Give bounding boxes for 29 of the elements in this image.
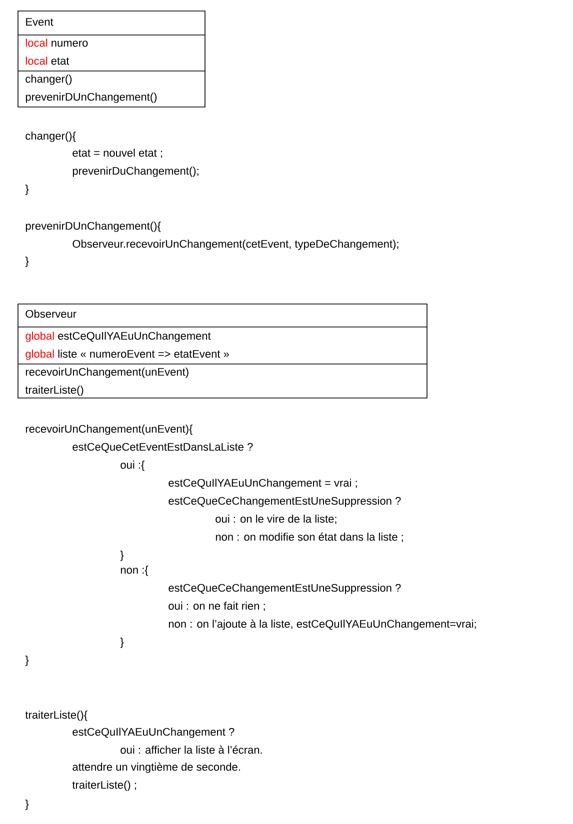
code-line: traiterListe(){ bbox=[25, 710, 88, 721]
code-line: oui : afficher la liste à l’écran. bbox=[120, 746, 262, 754]
code-line: } bbox=[25, 256, 29, 267]
code-line: } bbox=[25, 800, 29, 810]
code-line: prevenirDuChangement(); bbox=[72, 166, 198, 177]
code-line: estCeQueCeChangementEstUneSuppression ? bbox=[168, 496, 401, 507]
code-line: } bbox=[120, 638, 124, 648]
code-line: changer(){ bbox=[26, 132, 76, 142]
code-line: oui :{ bbox=[120, 460, 144, 471]
code-line: non :{ bbox=[120, 566, 148, 576]
code-line: non : on modifie son état dans la liste ; bbox=[216, 532, 403, 542]
code-line: } bbox=[25, 656, 29, 666]
code-line: recevoirUnChangement(unEvent){ bbox=[26, 424, 193, 435]
code-line: oui : on le vire de la liste; bbox=[216, 514, 336, 524]
code-line: prevenirDUnChangement(){ bbox=[26, 222, 161, 232]
code-line: } bbox=[25, 184, 29, 195]
code-line: non : on l’ajoute à la liste, estCeQuIlYAEuUnChangement=vrai; bbox=[168, 620, 476, 630]
code-line: attendre un vingtième de seconde. bbox=[72, 762, 240, 773]
code-line: estCeQuIlYAEuUnChangement = vrai ; bbox=[168, 478, 357, 489]
code-line: etat = nouvel etat ; bbox=[72, 148, 162, 158]
class-box: Observeur global estCeQuIlYAEuUnChangement global liste « numeroEvent => etatEvent » recevoirUnChangement(unEvent) traiterListe() bbox=[18, 304, 428, 398]
code-line: oui : on ne fait rien ; bbox=[168, 602, 265, 612]
class-box: Event local numero local etat changer() prevenirDUnChangement() bbox=[18, 10, 206, 108]
code-line: estCeQueCeChangementEstUneSuppression ? bbox=[168, 584, 401, 594]
code-line: Observeur.recevoirUnChangement(cetEvent, typeDeChangement); bbox=[72, 240, 398, 250]
code-line: estCeQuIlYAEuUnChangement ? bbox=[72, 728, 234, 738]
code-line: estCeQueCetEventEstDansLaListe ? bbox=[72, 442, 253, 453]
code-line: traiterListe() ; bbox=[72, 780, 136, 791]
code-line: } bbox=[120, 550, 124, 561]
